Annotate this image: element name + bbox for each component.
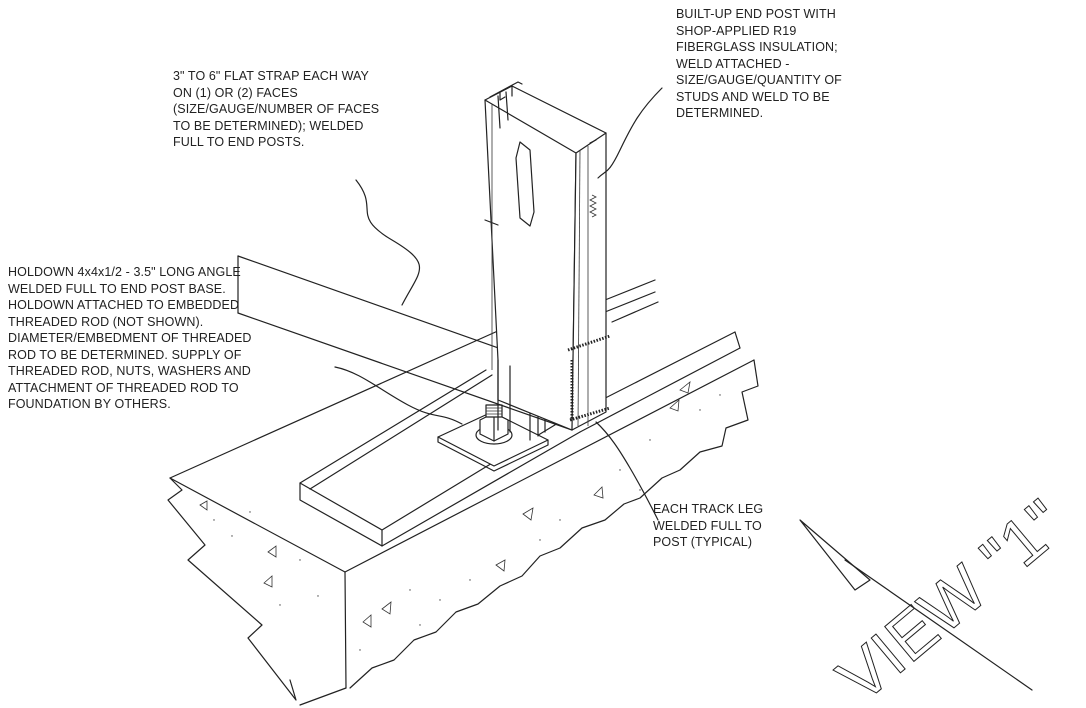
- leader-end-post: [597, 87, 663, 179]
- note-line: POST (TYPICAL): [653, 535, 753, 549]
- leader-track-leg: [595, 421, 659, 521]
- foundation-left-break: [167, 477, 297, 701]
- note-flat-strap: 3" TO 6" FLAT STRAP EACH WAY ON (1) OR (…: [173, 68, 379, 151]
- note-line: ROD TO BE DETERMINED. SUPPLY OF: [8, 347, 242, 362]
- note-line: DETERMINED.: [676, 106, 764, 120]
- holdown-assembly: [437, 387, 549, 472]
- foundation-right-edge: [344, 359, 755, 573]
- weld-symbol: [589, 194, 597, 218]
- note-line: THREADED ROD (NOT SHOWN).: [8, 314, 204, 329]
- note-line: SIZE/GAUGE/QUANTITY OF: [676, 73, 842, 87]
- note-line: STUDS AND WELD TO BE: [676, 89, 830, 104]
- post-front-face: [484, 99, 577, 431]
- weld-seams: [567, 334, 611, 422]
- foundation-right-break: [349, 359, 759, 689]
- track-left-leg: [299, 482, 383, 547]
- foundation-back-edge: [169, 329, 501, 479]
- note-line: THREADED ROD, NUTS, WASHERS AND: [8, 364, 251, 378]
- note-line: HOLDOWN 4x4x1/2 - 3.5" LONG ANGLE: [8, 265, 241, 279]
- note-line: EACH TRACK LEG: [653, 502, 764, 516]
- knockout-hole: [515, 141, 535, 227]
- note-line: TO BE DETERMINED); WELDED: [173, 118, 364, 133]
- note-end-post: BUILT-UP END POST WITH SHOP-APPLIED R19 …: [676, 6, 842, 122]
- post-side-face: [571, 132, 607, 431]
- concrete-foundation: [167, 329, 759, 706]
- view-arrow-shaft: [844, 559, 1033, 691]
- note-line: ON (1) OR (2) FACES: [173, 85, 298, 100]
- note-line: FULL TO END POSTS.: [173, 135, 305, 149]
- note-line: WELDED FULL TO: [653, 518, 762, 533]
- note-line: BUILT-UP END POST WITH: [676, 7, 836, 21]
- note-line: FIBERGLASS INSULATION;: [676, 40, 838, 54]
- foundation-corner: [344, 571, 347, 689]
- leader-lines: [334, 87, 663, 521]
- leader-holdown: [334, 366, 463, 425]
- aggregate-symbols: [199, 381, 691, 628]
- view-arrow: [799, 519, 1033, 691]
- note-line: DIAMETER/EMBEDMENT OF THREADED: [8, 331, 252, 345]
- note-line: SHOP-APPLIED R19: [676, 23, 797, 38]
- note-line: ATTACHMENT OF THREADED ROD TO: [8, 380, 239, 395]
- note-line: FOUNDATION BY OTHERS.: [8, 397, 171, 411]
- leader-flat-strap: [355, 179, 421, 306]
- end-post: [484, 81, 607, 433]
- note-line: WELD ATTACHED -: [676, 56, 790, 71]
- note-line: 3" TO 6" FLAT STRAP EACH WAY: [173, 69, 369, 83]
- note-line: (SIZE/GAUGE/NUMBER OF FACES: [173, 102, 380, 116]
- note-holdown: HOLDOWN 4x4x1/2 - 3.5" LONG ANGLE WELDED…: [8, 264, 252, 413]
- note-line: WELDED FULL TO END POST BASE.: [8, 281, 226, 296]
- aggregate-dots: [213, 394, 721, 651]
- foundation-front-edge: [169, 477, 346, 573]
- view-arrow-head: [799, 519, 871, 591]
- note-line: HOLDOWN ATTACHED TO EMBEDDED: [8, 298, 240, 312]
- note-track-leg: EACH TRACK LEG WELDED FULL TO POST (TYPI…: [653, 501, 763, 551]
